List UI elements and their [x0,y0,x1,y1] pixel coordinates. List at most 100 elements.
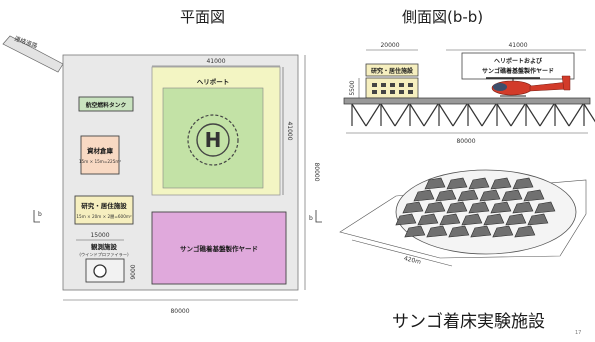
research-size: 15m × 20m × 2層=600m² [76,214,132,220]
coral-module [483,213,505,226]
heliport-inner-circle [196,123,230,157]
side-research-label: 研究・居住施設 [371,67,414,75]
support-leg [351,103,367,127]
coral-module [448,225,470,238]
coral-module [505,213,527,226]
obs-width-dim: 15000 [90,232,109,239]
fuel-tank [78,96,134,112]
coral-module [523,189,545,202]
facility-title: サンゴ着床実験施設 [392,311,545,332]
coral-module [413,189,435,202]
fuel-tank-label: 航空燃料タンク [86,101,127,109]
heliport-width-dim: 41000 [206,58,225,65]
support-leg [583,103,595,123]
coral-module [492,225,514,238]
coral-module [439,213,461,226]
connecting-road: 連絡道路 [2,34,64,73]
page-number: 17 [575,330,581,336]
coral-module [468,177,490,190]
helicopter-icon [486,75,571,97]
coral-module [490,201,512,214]
coral-module [479,189,501,202]
coral-module [402,201,424,214]
support-leg [525,103,541,127]
svg-text:b: b [309,215,313,222]
side-total-dim: 80000 [456,138,475,145]
section-marker-left: b [33,210,42,223]
support-leg [394,103,410,127]
coral-module [424,177,446,190]
side-heliport-line2: サンゴ礁着基盤製作ヤード [482,67,554,75]
perspective-area-outline [339,179,587,259]
coral-module [470,225,492,238]
research-facility [74,195,134,225]
materials-label: 資材倉庫 [87,146,114,155]
coral-module [490,177,512,190]
side-support-legs [351,103,595,127]
coral-module [461,213,483,226]
support-leg [496,103,512,127]
side-research-dim: 20000 [380,42,399,49]
heliport-h-symbol: H [205,128,222,152]
obs-height-dim: 9000 [130,264,137,279]
coral-yard-label: サンゴ礁着基盤製作ヤード [180,244,258,253]
side-heliport-dim: 41000 [508,42,527,49]
side-height-dim: 5500 [349,80,356,95]
coral-yard [151,211,287,285]
coral-module [404,225,426,238]
perspective-dim-line [351,239,453,267]
coral-module [512,177,534,190]
coral-module [424,201,446,214]
support-leg [568,103,584,127]
coral-module [512,201,534,214]
side-heliport-callout [461,52,575,80]
building-windows [372,83,413,94]
coral-module [426,225,448,238]
coral-module [457,189,479,202]
support-leg [365,103,381,127]
coral-module [501,189,523,202]
observation-sub: (ウインドプロファイラー) [79,251,129,258]
support-leg [438,103,454,127]
heliport-pad [162,87,264,189]
heliport-circle [187,114,239,166]
coral-module [468,201,490,214]
coral-module [534,201,556,214]
heliport-height-dim: 41000 [286,121,293,140]
support-leg [539,103,555,127]
side-deck [343,97,591,105]
observation-label: 観測施設 [91,242,118,251]
support-leg [554,103,570,127]
coral-module [446,201,468,214]
support-leg [409,103,425,127]
coral-module [417,213,439,226]
support-leg [510,103,526,127]
total-width-dim: 80000 [170,308,189,315]
coral-module [395,213,417,226]
coral-module [527,213,549,226]
side-view-title: 側面図(b-b) [402,8,483,26]
support-leg [467,103,483,127]
section-marker-right: b [309,210,322,223]
wind-profiler-icon [93,264,107,278]
materials-size: 15m × 15m=225m² [79,159,122,164]
heliport-label: ヘリポート [197,77,230,86]
side-research-label-box [365,63,419,77]
coral-module [435,189,457,202]
coral-module [514,225,536,238]
coral-module [446,177,468,190]
side-research-building [365,77,419,99]
side-heliport-line1: ヘリポートおよび [494,57,543,65]
perspective-dim: 420m [403,255,422,266]
plan-view-title: 平面図 [180,8,225,26]
materials-storage [80,135,120,175]
coral-modules [395,177,556,238]
research-label: 研究・居住施設 [81,201,127,210]
total-height-dim: 80000 [313,162,320,181]
support-leg [481,103,497,127]
support-leg [380,103,396,127]
svg-text:b: b [38,211,42,218]
support-leg [423,103,439,127]
